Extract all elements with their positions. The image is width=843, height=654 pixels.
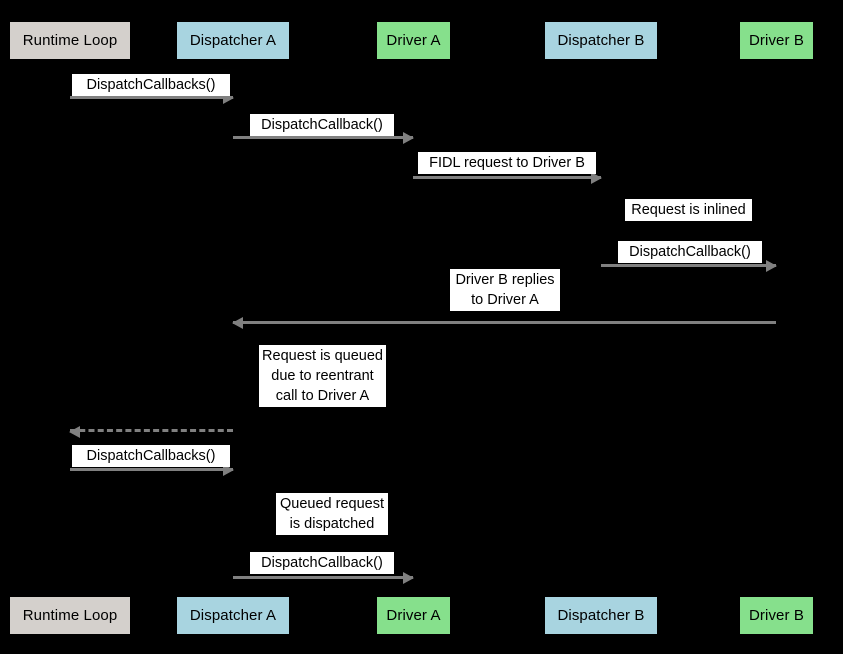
- message-arrow-msg-dispatch-callback-3: [233, 571, 414, 584]
- arrowhead-icon: [403, 571, 414, 584]
- message-arrow-msg-dispatch-callback-2: [601, 259, 777, 272]
- note-note-request-queued: Request is queued due to reentrant call …: [259, 345, 386, 407]
- message-arrow-msg-dispatch-callbacks-2: [70, 463, 234, 476]
- participant-header-driver-b[interactable]: Driver B: [740, 22, 813, 59]
- participant-footer-dispatcher-a[interactable]: Dispatcher A: [177, 597, 289, 634]
- participant-header-dispatcher-a[interactable]: Dispatcher A: [177, 22, 289, 59]
- message-arrow-msg-driver-b-reply: [232, 316, 776, 329]
- arrowhead-icon: [223, 91, 234, 104]
- message-arrow-msg-reentrant-return: [69, 426, 233, 438]
- arrowhead-icon: [766, 259, 777, 272]
- participant-header-dispatcher-b[interactable]: Dispatcher B: [545, 22, 657, 59]
- message-label-msg-dispatch-callback-3: DispatchCallback(): [250, 552, 394, 574]
- arrowhead-icon: [403, 131, 414, 144]
- note-note-request-inlined: Request is inlined: [625, 199, 752, 221]
- participant-header-runtime-loop[interactable]: Runtime Loop: [10, 22, 130, 59]
- message-label-msg-dispatch-callback-1: DispatchCallback(): [250, 114, 394, 136]
- arrowhead-icon: [69, 426, 80, 438]
- arrowhead-icon: [591, 171, 602, 184]
- message-label-msg-dispatch-callbacks-1: DispatchCallbacks(): [72, 74, 230, 96]
- message-arrow-msg-dispatch-callbacks-1: [70, 91, 234, 104]
- message-arrow-msg-fidl-request: [413, 171, 602, 184]
- participant-footer-driver-b[interactable]: Driver B: [740, 597, 813, 634]
- participant-footer-dispatcher-b[interactable]: Dispatcher B: [545, 597, 657, 634]
- message-label-msg-dispatch-callback-2: DispatchCallback(): [618, 241, 762, 263]
- participant-header-driver-a[interactable]: Driver A: [377, 22, 450, 59]
- arrowhead-icon: [223, 463, 234, 476]
- message-arrow-msg-dispatch-callback-1: [233, 131, 414, 144]
- note-note-queued-dispatched: Queued request is dispatched: [276, 493, 388, 535]
- note-note-driver-b-replies: Driver B replies to Driver A: [450, 269, 560, 311]
- participant-footer-driver-a[interactable]: Driver A: [377, 597, 450, 634]
- participant-footer-runtime-loop[interactable]: Runtime Loop: [10, 597, 130, 634]
- arrowhead-icon: [232, 316, 243, 329]
- message-label-msg-fidl-request: FIDL request to Driver B: [418, 152, 596, 174]
- message-label-msg-dispatch-callbacks-2: DispatchCallbacks(): [72, 445, 230, 467]
